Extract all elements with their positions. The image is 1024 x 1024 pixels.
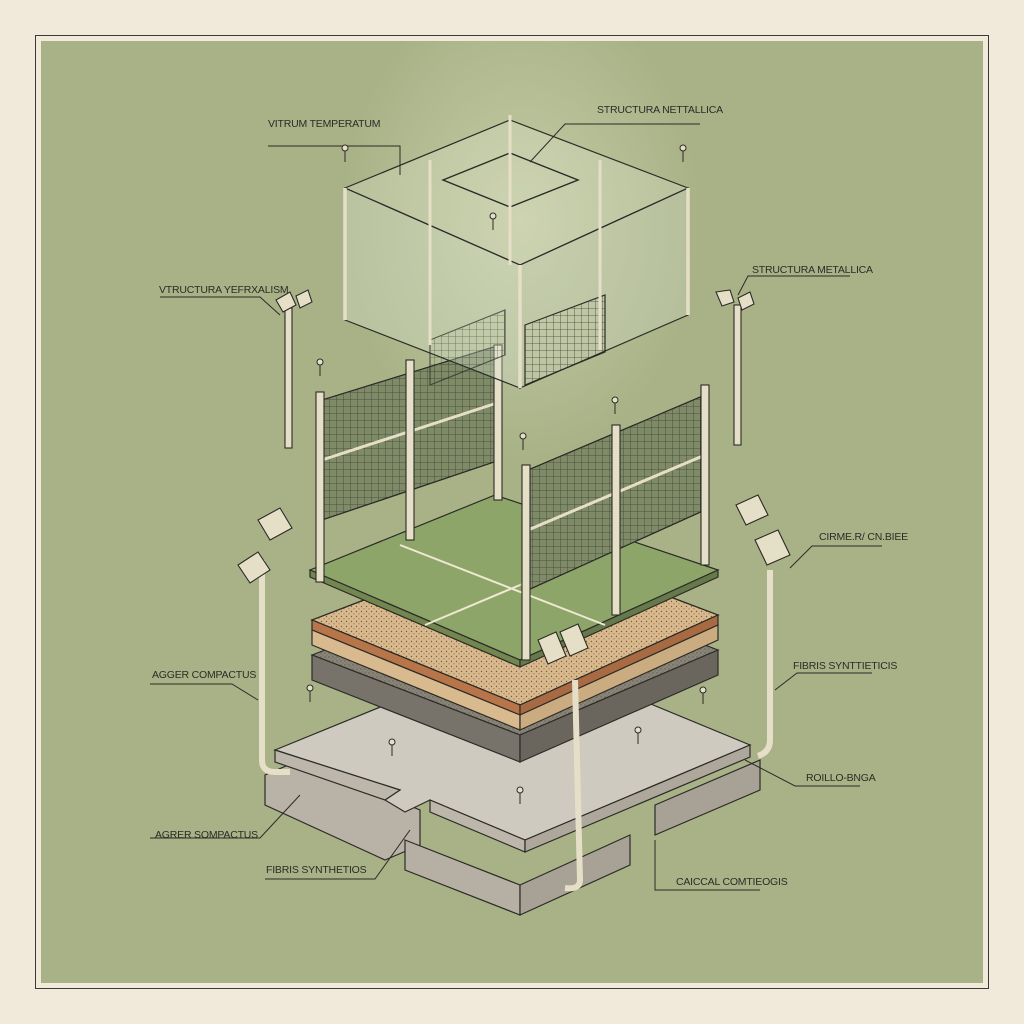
diagram-panel: VITRUM TEMPERATUM STRUCTURA NETTALLICA V… [41,41,983,983]
leader-lines [150,123,882,891]
label-fibris-bottom: FIBRIS SYNTHETIOS [266,864,367,876]
exploded-court-illustration [150,115,882,916]
light-poles [237,289,791,892]
label-agger-sompactus: AGRER SOMPACTUS [155,829,258,841]
mesh-fence-left [315,344,503,583]
label-caicon: CAICCAL COMTIEOGIS [676,876,788,888]
label-fibris-right: FIBRIS SYNTTIETICIS [793,660,898,672]
label-roillo: ROILLO-BNGA [806,772,876,784]
label-cirme: CIRME.R/ CN.BIEE [819,531,908,543]
fastener-markers [306,144,707,804]
label-structura-top: STRUCTURA NETTALLICA [597,104,723,116]
mesh-fence-right [521,384,710,661]
label-structura-right: STRUCTURA METALLICA [752,264,873,276]
label-vitrum-temperatum: VITRUM TEMPERATUM [268,118,381,130]
foundation-footings [264,759,761,916]
label-structura-left: VTRUCTURA YEFRXALISM [159,284,289,296]
outer-frame [35,35,989,989]
glass-enclosure [343,115,690,389]
label-agger-compactus: AGGER COMPACTUS [152,669,257,681]
